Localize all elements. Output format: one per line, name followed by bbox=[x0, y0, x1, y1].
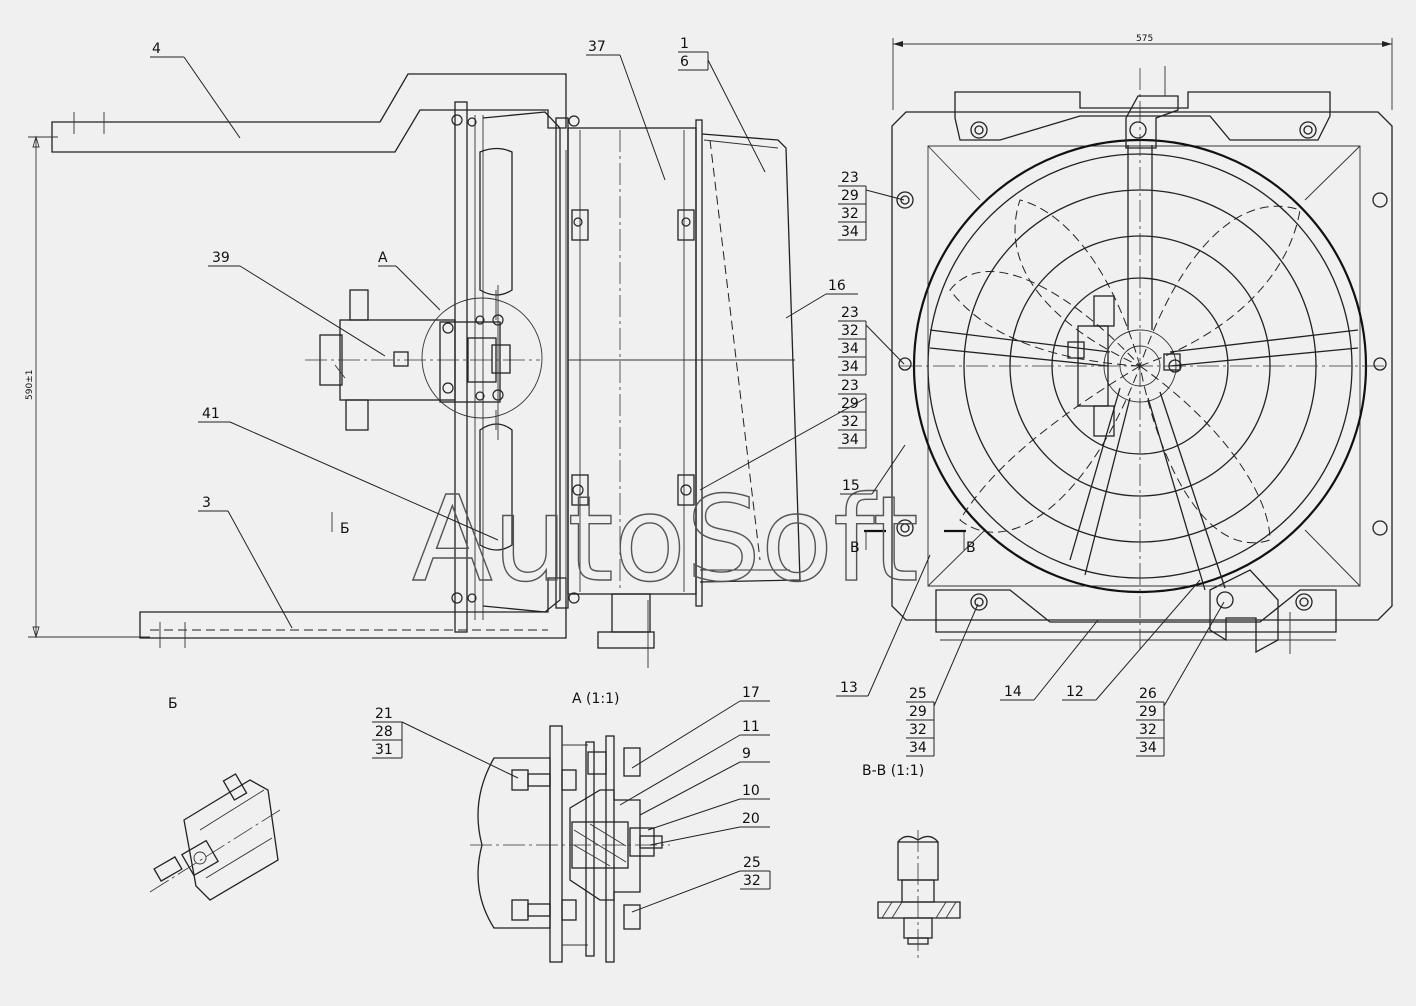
label-10: 10 bbox=[742, 783, 760, 799]
stack-s7-item-1: 32 bbox=[743, 873, 761, 889]
stack-s4: 25 29 32 34 bbox=[906, 603, 979, 757]
stack-s3-item-2: 32 bbox=[841, 414, 859, 430]
marker-b: Б bbox=[340, 521, 350, 537]
stack-s5-item-0: 26 bbox=[1139, 686, 1157, 702]
stacked-callouts: 23 29 32 34 23 32 34 34 23 29 32 34 25 29 32 34 26 29 32 34… bbox=[372, 170, 1225, 913]
view-b-title: Б bbox=[168, 696, 178, 712]
stack-s5-item-1: 29 bbox=[1139, 704, 1157, 720]
stack-s1-item-1: 29 bbox=[841, 188, 859, 204]
stack-s4-item-1: 29 bbox=[909, 704, 927, 720]
label-14: 14 bbox=[1004, 684, 1022, 700]
section-vv bbox=[877, 830, 961, 960]
stack-s4-item-0: 25 bbox=[909, 686, 927, 702]
detail-a bbox=[470, 725, 670, 963]
fan-blade-lower bbox=[479, 423, 513, 551]
fan-shroud bbox=[699, 133, 801, 583]
stack-s2-item-1: 32 bbox=[841, 323, 859, 339]
stack-s1: 23 29 32 34 bbox=[838, 170, 905, 241]
stack-s2-item-0: 23 bbox=[841, 305, 859, 321]
stack-s2: 23 32 34 34 bbox=[838, 305, 905, 376]
label-11: 11 bbox=[742, 719, 760, 735]
stack-s3: 23 29 32 34 bbox=[699, 378, 867, 491]
label-17: 17 bbox=[742, 685, 760, 701]
label-37: 37 bbox=[588, 39, 606, 55]
label-3: 3 bbox=[202, 495, 211, 511]
label-9: 9 bbox=[742, 746, 751, 762]
label-15: 15 bbox=[842, 478, 860, 494]
marker-v-right: В bbox=[966, 540, 976, 556]
section-vv-title: В-В (1:1) bbox=[862, 763, 924, 779]
stack-s1-item-3: 34 bbox=[841, 224, 859, 240]
stack-s6-item-1: 28 bbox=[375, 724, 393, 740]
detail-a-circle bbox=[421, 297, 543, 419]
label-16: 16 bbox=[828, 278, 846, 294]
stack-s6-item-0: 21 bbox=[375, 706, 393, 722]
fan-blades bbox=[949, 199, 1301, 544]
fan-blade-upper bbox=[479, 147, 513, 296]
stack-s6-item-2: 31 bbox=[375, 742, 393, 758]
detail-a-title: А (1:1) bbox=[572, 691, 619, 707]
callouts: 4 37 1 6 39 16 41 3 15 13 14 12 17 11 9 … bbox=[150, 36, 1201, 846]
view-b bbox=[149, 773, 281, 901]
detail-plate bbox=[549, 725, 563, 963]
stack-s5-item-3: 34 bbox=[1139, 740, 1157, 756]
stack-s5: 26 29 32 34 bbox=[1136, 601, 1225, 757]
label-12: 12 bbox=[1066, 684, 1084, 700]
label-4: 4 bbox=[152, 41, 161, 57]
stack-s3-item-0: 23 bbox=[841, 378, 859, 394]
stack-s4-item-2: 32 bbox=[909, 722, 927, 738]
label-6: 6 bbox=[680, 54, 689, 70]
label-13: 13 bbox=[840, 680, 858, 696]
label-20: 20 bbox=[742, 811, 760, 827]
front-view: 575 bbox=[864, 34, 1393, 654]
label-39: 39 bbox=[212, 250, 230, 266]
marker-a: А bbox=[378, 250, 388, 266]
side-view: 590±1 bbox=[25, 73, 801, 668]
stack-s2-item-2: 34 bbox=[841, 341, 859, 357]
marker-v-left: В bbox=[850, 540, 860, 556]
stack-s5-item-2: 32 bbox=[1139, 722, 1157, 738]
upper-bracket bbox=[51, 73, 567, 153]
stack-s4-item-3: 34 bbox=[909, 740, 927, 756]
stack-s6: 21 28 31 bbox=[372, 706, 519, 779]
detail-hub bbox=[569, 789, 641, 901]
stack-s3-item-3: 34 bbox=[841, 432, 859, 448]
height-dimension-text: 590±1 bbox=[25, 370, 35, 400]
label-41: 41 bbox=[202, 406, 220, 422]
stack-s2-item-3: 34 bbox=[841, 359, 859, 375]
width-dimension-text: 575 bbox=[1136, 34, 1153, 44]
stack-s1-item-2: 32 bbox=[841, 206, 859, 222]
stack-s1-item-0: 23 bbox=[841, 170, 859, 186]
frame-bolts bbox=[896, 121, 1388, 611]
stack-s7-item-0: 25 bbox=[743, 855, 761, 871]
outlet-pipe bbox=[597, 631, 655, 649]
label-1: 1 bbox=[680, 36, 689, 52]
stack-s3-item-1: 29 bbox=[841, 396, 859, 412]
grease-fitting-icon bbox=[222, 773, 248, 801]
radiator-frame bbox=[891, 111, 1393, 621]
